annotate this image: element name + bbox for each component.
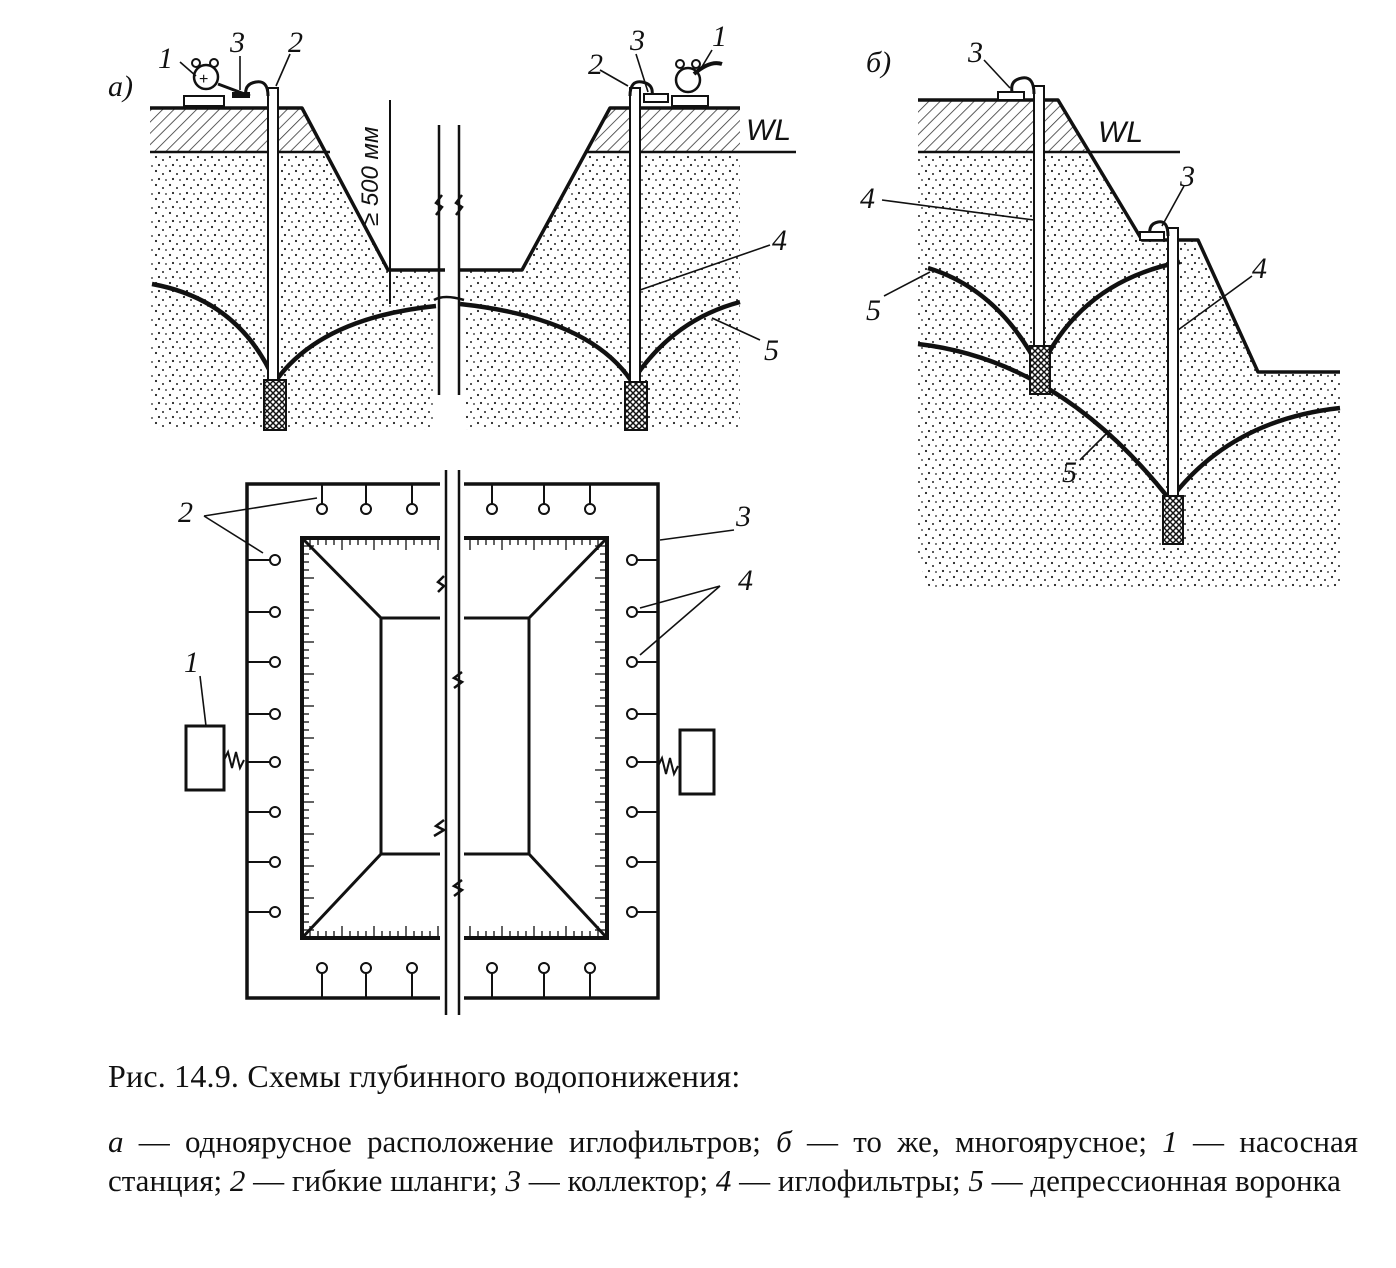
caption-label-b: б (776, 1124, 792, 1159)
callout-4-b-upper: 4 (860, 182, 875, 215)
break-lines-plan (433, 470, 465, 1015)
wellpoint-marker (247, 656, 281, 668)
caption-body: а — одноярусное расположение иглофильтро… (108, 1122, 1358, 1200)
water-level-label-b: WL (1098, 116, 1143, 149)
callout-5-b-upper: 5 (866, 294, 881, 327)
caption-text-a: одноярусное расположение иглофильтров; (185, 1124, 761, 1159)
wellpoint-upper-b (997, 76, 1051, 395)
wellpoint-marker (360, 962, 372, 998)
wellpoint-marker (626, 656, 658, 668)
callout-3-a-left: 3 (229, 26, 245, 59)
wellpoint-marker (584, 484, 596, 515)
break-band-plan (440, 470, 464, 1015)
callout-1-a-right: 1 (712, 20, 727, 53)
callout-3-plan: 3 (735, 500, 751, 533)
caption-label-3: 3 (505, 1163, 521, 1198)
wellpoint-left-a: + (183, 58, 287, 431)
caption-dash: — (528, 1163, 560, 1198)
caption-title: Рис. 14.9. Схемы глубинного водопонижени… (108, 1058, 741, 1094)
panel-a-section: а) WL ≥ 50 (108, 20, 796, 440)
topsoil-left-a (150, 108, 322, 152)
wellpoint-markers (247, 484, 658, 998)
callout-5-a: 5 (764, 334, 779, 367)
wellpoint-lower-b (1139, 220, 1184, 545)
wellpoint-marker (626, 756, 658, 768)
caption-label-5: 5 (968, 1163, 984, 1198)
callout-4-b-lower: 4 (1252, 252, 1267, 285)
wellpoint-marker (538, 962, 550, 998)
caption-dash: — (807, 1124, 838, 1159)
callout-leaders-plan (199, 497, 735, 727)
wellpoint-marker (626, 708, 658, 720)
topsoil-right-a (590, 108, 740, 152)
caption-text-2: гибкие шланги; (291, 1163, 498, 1198)
callout-1-plan: 1 (184, 646, 199, 679)
callout-3-a-right: 3 (629, 24, 645, 57)
caption-dash: — (253, 1163, 285, 1198)
callout-leaders-a (179, 49, 771, 341)
wellpoint-marker (247, 756, 281, 768)
wellpoint-marker (626, 856, 658, 868)
callout-1-a-left: 1 (158, 42, 173, 75)
callout-2-plan: 2 (178, 496, 193, 529)
panel-b-section: б) WL (860, 36, 1341, 590)
caption-dash: — (991, 1163, 1023, 1198)
callout-2-a-left: 2 (288, 26, 303, 59)
wellpoint-marker (360, 484, 372, 515)
sand-soil-b (918, 152, 1340, 590)
depth-annotation: ≥ 500 мм (357, 127, 384, 226)
caption-label-1: 1 (1162, 1124, 1178, 1159)
wellpoint-marker (316, 962, 328, 998)
pump-station-right (657, 728, 716, 796)
wellpoint-marker (486, 962, 498, 998)
caption-text-5: депрессионная воронка (1030, 1163, 1341, 1198)
caption-label-2: 2 (229, 1163, 246, 1198)
wellpoint-marker (247, 906, 281, 918)
callout-4-plan: 4 (738, 564, 753, 597)
wellpoint-right-a (624, 59, 723, 431)
wellpoint-marker (247, 806, 281, 818)
wellpoint-marker (247, 856, 281, 868)
pump-station-left (184, 724, 245, 792)
panel-b-label: б) (866, 46, 891, 79)
caption-dash: — (739, 1163, 771, 1198)
caption-text-b: то же, многоярусное; (853, 1124, 1147, 1159)
wellpoint-marker (406, 962, 418, 998)
caption-dash: — (138, 1124, 170, 1159)
caption-text-1: насосная станция; (108, 1124, 1359, 1198)
wellpoint-marker (316, 484, 328, 515)
callout-leaders-b (881, 59, 1253, 461)
wellpoint-marker (247, 606, 281, 618)
plan-view: 2 3 4 1 (178, 470, 753, 1015)
wellpoint-marker (626, 806, 658, 818)
wellpoint-marker (626, 606, 658, 618)
water-level-label-a: WL (746, 114, 791, 147)
callout-4-a: 4 (772, 224, 787, 257)
wellpoint-marker (538, 484, 550, 515)
panel-a-label: а) (108, 70, 133, 103)
wellpoint-marker (584, 962, 596, 998)
callout-3-b-upper: 3 (967, 36, 983, 69)
wellpoint-marker (247, 708, 281, 720)
depression-funnel-a (151, 281, 741, 384)
callout-2-a-right: 2 (588, 48, 603, 81)
callout-3-b-lower: 3 (1179, 160, 1195, 193)
callout-5-b-lower: 5 (1062, 456, 1077, 489)
wellpoint-marker (626, 906, 658, 918)
svg-text:+: + (199, 71, 208, 88)
slope-ticks (302, 538, 607, 938)
caption-label-4: 4 (715, 1163, 732, 1198)
wellpoint-marker (486, 484, 498, 515)
wellpoint-marker (626, 554, 658, 566)
wellpoint-marker (406, 484, 418, 515)
excavation-profile-a (150, 106, 740, 272)
pit-corner-lines (300, 536, 609, 940)
caption-dash: — (1193, 1124, 1224, 1159)
break-lines-a (433, 125, 465, 395)
caption-text-4: иглофильтры; (777, 1163, 961, 1198)
wellpoint-marker (247, 554, 281, 566)
caption-text-3: коллектор; (567, 1163, 709, 1198)
caption-label-a: а (108, 1124, 124, 1159)
